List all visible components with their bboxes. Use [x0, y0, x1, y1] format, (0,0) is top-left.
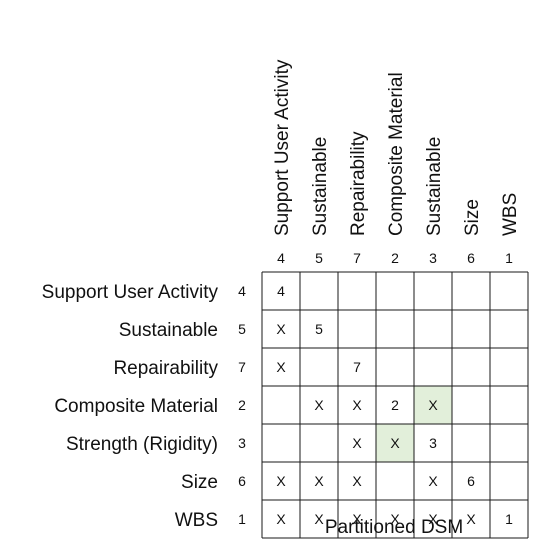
- row-index: 4: [238, 283, 246, 299]
- row-index: 3: [238, 435, 246, 451]
- dependency-mark: X: [276, 511, 286, 527]
- diagram-caption: Partitioned DSM: [325, 517, 463, 538]
- row-index: 6: [238, 473, 246, 489]
- row-label: Size: [181, 472, 218, 493]
- column-header: Size: [462, 199, 483, 236]
- dependency-mark: X: [428, 473, 438, 489]
- row-label: WBS: [175, 510, 218, 531]
- diagonal-cell: 7: [353, 359, 361, 375]
- diagonal-cell: 4: [277, 283, 285, 299]
- dependency-mark: X: [352, 397, 362, 413]
- dependency-mark: X: [276, 359, 286, 375]
- diagonal-cell: 1: [505, 511, 513, 527]
- column-index: 2: [391, 250, 399, 266]
- dependency-mark: X: [466, 511, 476, 527]
- dependency-mark: X: [390, 435, 400, 451]
- column-header: WBS: [500, 193, 521, 236]
- dependency-mark: X: [314, 473, 324, 489]
- matrix-grid: [261, 271, 529, 539]
- column-index: 6: [467, 250, 475, 266]
- diagonal-cell: 3: [429, 435, 437, 451]
- dependency-mark: X: [352, 473, 362, 489]
- diagonal-cell: 6: [467, 473, 475, 489]
- row-label: Composite Material: [54, 396, 218, 417]
- dependency-mark: X: [352, 511, 362, 527]
- row-index: 1: [238, 511, 246, 527]
- row-index: 2: [238, 397, 246, 413]
- column-headers: Support User Activity Sustainable Repairab…: [272, 59, 521, 236]
- column-index: 3: [429, 250, 437, 266]
- row-index: 5: [238, 321, 246, 337]
- dependency-mark: X: [314, 511, 324, 527]
- column-index: 4: [277, 250, 285, 266]
- dependency-mark: X: [314, 397, 324, 413]
- row-index: 7: [238, 359, 246, 375]
- dependency-mark: X: [390, 511, 400, 527]
- column-header: Sustainable: [424, 137, 445, 236]
- dependency-mark: X: [352, 435, 362, 451]
- column-indices: 4 5 7 2 3 6 1: [277, 250, 513, 266]
- column-header: Support User Activity: [272, 59, 293, 236]
- highlighted-cell: [376, 424, 414, 462]
- diagonal-cell: 2: [391, 397, 399, 413]
- column-header: Repairability: [348, 131, 369, 236]
- dependency-mark: X: [428, 397, 438, 413]
- row-label: Support User Activity: [42, 282, 219, 303]
- column-header: Composite Material: [386, 72, 407, 236]
- highlighted-cell: [414, 386, 452, 424]
- row-label: Sustainable: [119, 320, 218, 341]
- column-index: 5: [315, 250, 323, 266]
- dependency-mark: X: [276, 473, 286, 489]
- column-index: 7: [353, 250, 361, 266]
- row-indices: 4 5 7 2 3 6 1: [238, 283, 246, 527]
- dependency-mark: X: [276, 321, 286, 337]
- diagonal-cell: 5: [315, 321, 323, 337]
- row-labels: Support User ActivitySustainableRepairab…: [42, 282, 219, 531]
- row-label: Strength (Rigidity): [66, 434, 218, 455]
- row-label: Repairability: [113, 358, 218, 379]
- column-header: Sustainable: [310, 137, 331, 236]
- column-index: 1: [505, 250, 513, 266]
- dependency-mark: X: [428, 511, 438, 527]
